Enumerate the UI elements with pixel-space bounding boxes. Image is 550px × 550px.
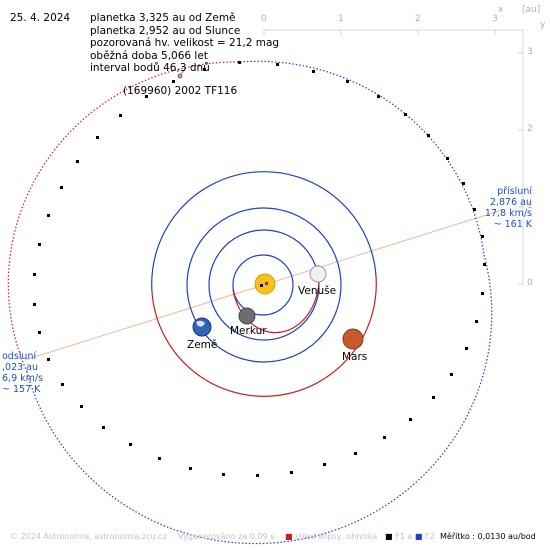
asteroid-marker: [177, 68, 186, 79]
axis-unit-label: [au]: [522, 5, 541, 15]
earth-icon: [192, 317, 212, 337]
orbit-point-markers: [33, 61, 486, 477]
x-tick-3: 3: [492, 14, 498, 24]
aphelion-temp: ~ 157 K: [2, 384, 41, 395]
footer-center-text: střed elipsy, ohniska: [295, 532, 378, 541]
y-axis-label: y: [540, 20, 546, 30]
planet-orbits: [151, 171, 377, 397]
info-line-magnitude: pozorovaná hv. velikost = 21,2 mag: [90, 37, 280, 49]
aphelion-title: odsluní: [2, 351, 37, 362]
footer-copyright: © 2024 Astronomia, astronomia.zcu.cz: [10, 532, 167, 541]
earth-label: Země: [187, 339, 218, 351]
axis-lines: [263, 29, 524, 285]
aphelion-label: odsluní ,023 au 6,9 km/s ~ 157 K: [2, 351, 43, 395]
perihelion-speed: 17,8 km/s: [484, 208, 532, 219]
info-block: planetka 3,325 au od Země planetka 2,952…: [90, 12, 279, 75]
mars-label: Mars: [342, 351, 368, 363]
y-tick-2: 2: [527, 124, 533, 134]
asteroid-orbit: [7, 60, 493, 545]
date-label: 25. 4. 2024: [10, 12, 71, 24]
x-tick-1: 1: [338, 14, 344, 24]
info-line-interval: interval bodů 46,3 dnů: [90, 62, 210, 74]
aphelion-distance: ,023 au: [2, 362, 39, 373]
y-tick-0: 0: [527, 278, 533, 288]
aphelion-speed: 6,9 km/s: [2, 373, 44, 384]
mars-icon: [342, 328, 364, 350]
sun-icon: [254, 273, 276, 295]
perihelion-label: přísluní 2,876 au 17,8 km/s ~ 161 K: [484, 186, 532, 230]
info-line-period: oběžná doba 5,066 let: [90, 49, 208, 62]
info-line-distance-earth: planetka 3,325 au od Země: [90, 12, 236, 24]
footer-f2: F2: [424, 532, 435, 541]
footer-generated: Vygenerováno za 0,09 s: [178, 532, 275, 541]
mercury-icon: [238, 307, 256, 325]
perihelion-title: přísluní: [497, 186, 532, 197]
asteroid-label: (169960) 2002 TF116: [123, 85, 238, 97]
mars-orbit-red: [151, 275, 377, 397]
mars-orbit-blue: [151, 171, 377, 293]
footer-scale: Měřítko : 0,0130 au/bod: [440, 532, 536, 541]
info-line-distance-sun: planetka 2,952 au od Slunce: [90, 24, 241, 37]
x-axis-label: x: [498, 5, 504, 15]
mercury-orbit: [232, 254, 294, 316]
y-tick-3: 3: [527, 47, 533, 57]
footer-f1: F1: [395, 532, 405, 541]
venus-label: Venuše: [298, 285, 337, 297]
x-tick-2: 2: [415, 14, 421, 24]
footer-legend-center: ■ střed elipsy, ohniska: [285, 532, 378, 541]
x-tick-0: 0: [261, 14, 267, 24]
footer-a: a: [407, 532, 413, 541]
perihelion-distance: 2,876 au: [489, 197, 532, 208]
mercury-label: Merkur: [230, 325, 267, 337]
earth-orbit: [186, 207, 342, 363]
y-tick-1: 1: [527, 201, 533, 211]
footer-legend-foci: ■ F1 a ■ F2: [385, 532, 435, 541]
venus-icon: [309, 265, 327, 283]
perihelion-temp: ~ 161 K: [493, 219, 532, 230]
